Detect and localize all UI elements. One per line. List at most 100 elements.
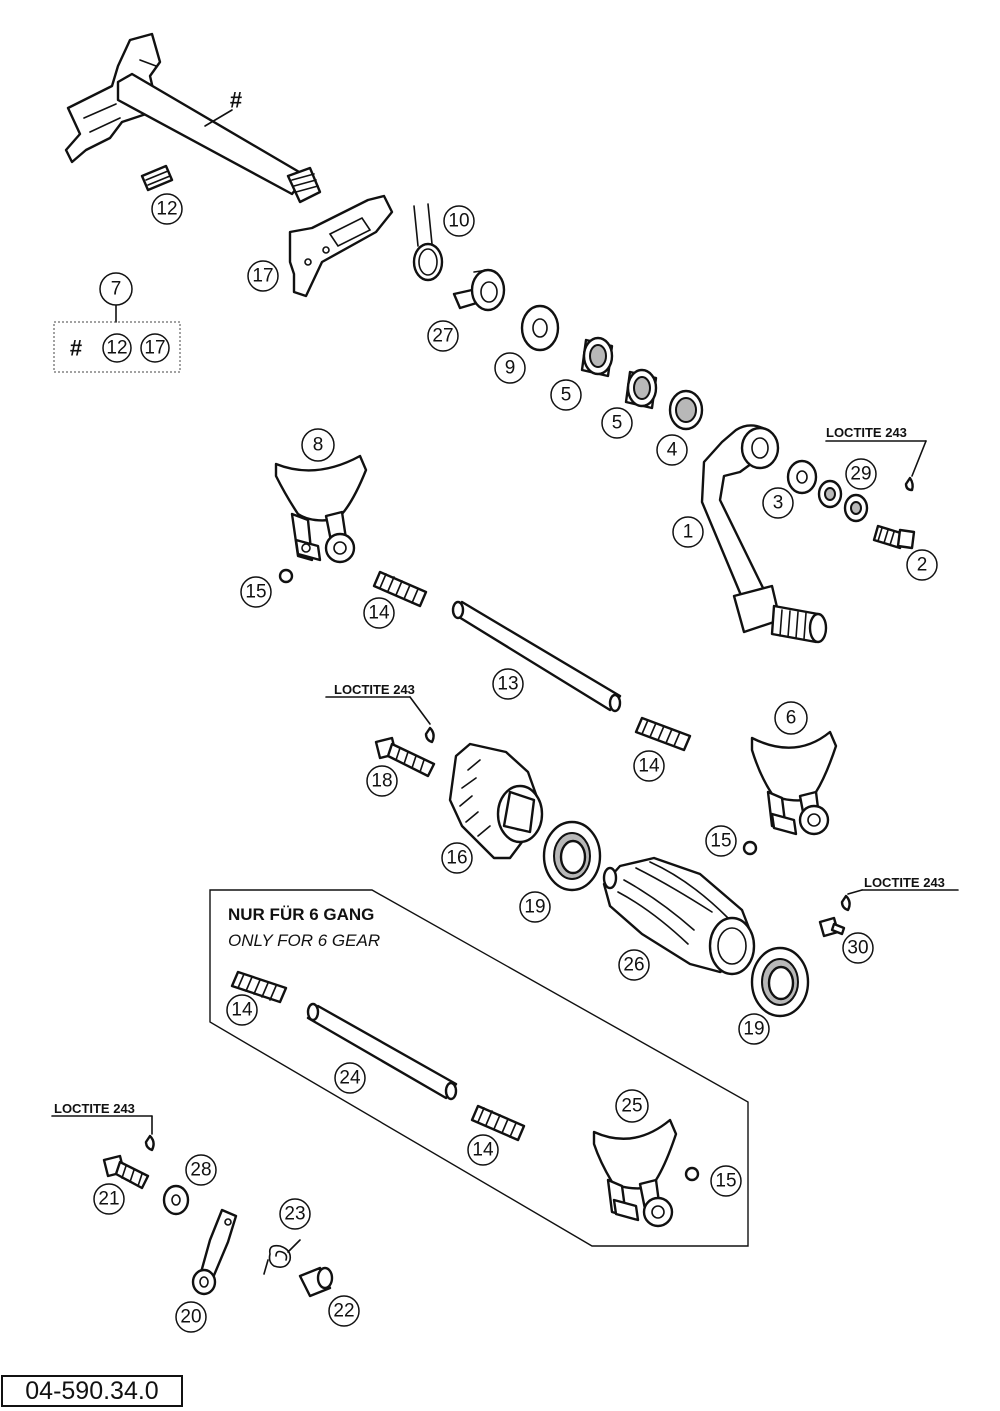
callout-part-14-25: 14: [231, 1000, 253, 1021]
six-gear-option-title: NUR FÜR 6 GANG: [228, 905, 374, 924]
callout-part-13-15: 13: [497, 674, 518, 695]
callout-part-12-0: 12: [156, 199, 177, 220]
callout-part-14-25-circle: [226, 994, 258, 1026]
callout-part-6-16: 6: [786, 708, 797, 729]
callout-part-1-12-circle: [672, 516, 704, 548]
loctite-note-bolt-18: LOCTITE 243: [334, 682, 415, 697]
loctite-note-screw-30: LOCTITE 243: [864, 875, 945, 890]
callout-part-9-4-circle: [494, 352, 526, 384]
callout-part-16-19-circle: [441, 842, 473, 874]
part-25-shift-fork: [592, 1118, 678, 1228]
callout-part-6-16-circle: [774, 701, 808, 735]
callout-part-19-24: 19: [743, 1019, 764, 1040]
part-27-bushing: [452, 268, 506, 312]
kit-7-content-17: 17: [144, 338, 165, 359]
callout-part-23-32-circle: [279, 1198, 311, 1230]
part-18-bolt: [374, 726, 436, 778]
callout-part-15-20: 15: [710, 831, 731, 852]
kit-7-content-12-circle: [102, 333, 132, 363]
callout-part-14-14: 14: [368, 603, 390, 624]
callout-part-29-10-circle: [845, 458, 877, 490]
callout-part-24-26-circle: [334, 1062, 366, 1094]
callout-part-2-11-circle: [906, 549, 938, 581]
part-3-washer: [786, 459, 818, 495]
shaft-marker: #: [230, 88, 242, 113]
part-13-shift-rail: [451, 600, 622, 713]
six-gear-option-subtitle: ONLY FOR 6 GEAR: [228, 931, 380, 950]
callout-part-15-31-circle: [710, 1165, 742, 1197]
callout-part-1-12: 1: [683, 522, 694, 543]
callout-part-28-30-circle: [185, 1154, 217, 1186]
callout-part-5-5: 5: [561, 385, 572, 406]
callout-part-8-8: 8: [313, 435, 324, 456]
part-10-torsion-spring: [412, 203, 444, 282]
callout-part-13-15-circle: [492, 668, 524, 700]
part-8-shift-fork: [274, 454, 368, 564]
part-14-spring-upper: [372, 570, 428, 608]
callout-part-17-2: 17: [252, 266, 273, 287]
part-19-bearing-lower: [750, 946, 810, 1018]
callout-part-3-9: 3: [773, 493, 784, 514]
callout-part-5-6-circle: [601, 407, 633, 439]
part-4-seal-ring: [668, 389, 704, 431]
callout-part-30-22-circle: [842, 932, 874, 964]
callout-part-2-11: 2: [917, 555, 928, 576]
part-29-lock-washer: [817, 479, 869, 523]
part-15-ball-lower: [684, 1166, 700, 1182]
part-9-washer: [520, 304, 560, 352]
callout-part-26-23-circle: [618, 949, 650, 981]
callout-part-20-33: 20: [180, 1307, 201, 1328]
callout-part-17-2-circle: [247, 260, 279, 292]
part-15-ball-mid: [742, 840, 758, 856]
part-28-washer: [162, 1184, 190, 1216]
part-20-locking-lever: [191, 1208, 238, 1296]
shift-shaft: #: [64, 32, 322, 204]
part-1-shift-lever: [700, 424, 828, 644]
part-2-bolt: [872, 476, 916, 550]
callout-part-12-0-circle: [151, 193, 183, 225]
callout-part-22-34: 22: [333, 1301, 354, 1322]
callout-part-14-18-circle: [633, 750, 665, 782]
part-24-shift-rail: [306, 1002, 458, 1101]
callout-kit-7-circle: [99, 272, 133, 306]
callout-part-16-19: 16: [446, 848, 467, 869]
loctite-note-bolt-21: LOCTITE 243: [54, 1101, 135, 1116]
part-12-spring: [140, 164, 174, 192]
callout-part-3-9-circle: [762, 487, 794, 519]
part-22-roller: [298, 1266, 334, 1298]
callout-part-22-34-circle: [328, 1295, 360, 1327]
part-30-screw: [818, 894, 851, 938]
part-21-bolt: [102, 1134, 155, 1190]
callout-part-15-31: 15: [715, 1171, 736, 1192]
part-16-shift-drum-cam: [448, 742, 544, 860]
callout-part-21-29: 21: [98, 1189, 119, 1210]
callout-part-15-13-circle: [240, 576, 272, 608]
part-14-spring-box-upper: [230, 970, 288, 1004]
callout-part-18-17: 18: [371, 771, 392, 792]
callout-part-29-10: 29: [850, 464, 871, 485]
callout-part-10-1-circle: [443, 205, 475, 237]
callout-part-25-27-circle: [615, 1089, 649, 1123]
loctite-leaders: [51, 440, 959, 1135]
callout-part-24-26: 24: [339, 1068, 361, 1089]
part-5-needle-bearing-b: [624, 368, 658, 410]
callout-part-9-4: 9: [505, 358, 516, 379]
part-23-torsion-spring: [263, 1239, 301, 1275]
callout-part-5-6: 5: [612, 413, 623, 434]
callout-part-15-13: 15: [245, 582, 266, 603]
callout-part-4-7: 4: [667, 440, 678, 461]
kit-7-group: #: [53, 303, 181, 373]
part-callouts: 1210172795548329211514136181416151930261…: [93, 193, 938, 1333]
loctite-note-lever-bolt: LOCTITE 243: [826, 425, 907, 440]
kit-7-content-12: 12: [106, 338, 127, 359]
part-6-shift-fork: [750, 730, 838, 836]
callout-part-19-21: 19: [524, 897, 545, 918]
callout-part-26-23: 26: [623, 955, 644, 976]
callout-part-28-30: 28: [190, 1160, 211, 1181]
callout-part-10-1: 10: [448, 211, 469, 232]
part-14-spring-box-lower: [470, 1104, 526, 1142]
part-14-spring-mid: [634, 716, 692, 752]
kit-7-content-17-circle: [140, 333, 170, 363]
callout-kit-7: 7: [111, 279, 122, 300]
kit-7-hash-marker: #: [70, 336, 82, 361]
